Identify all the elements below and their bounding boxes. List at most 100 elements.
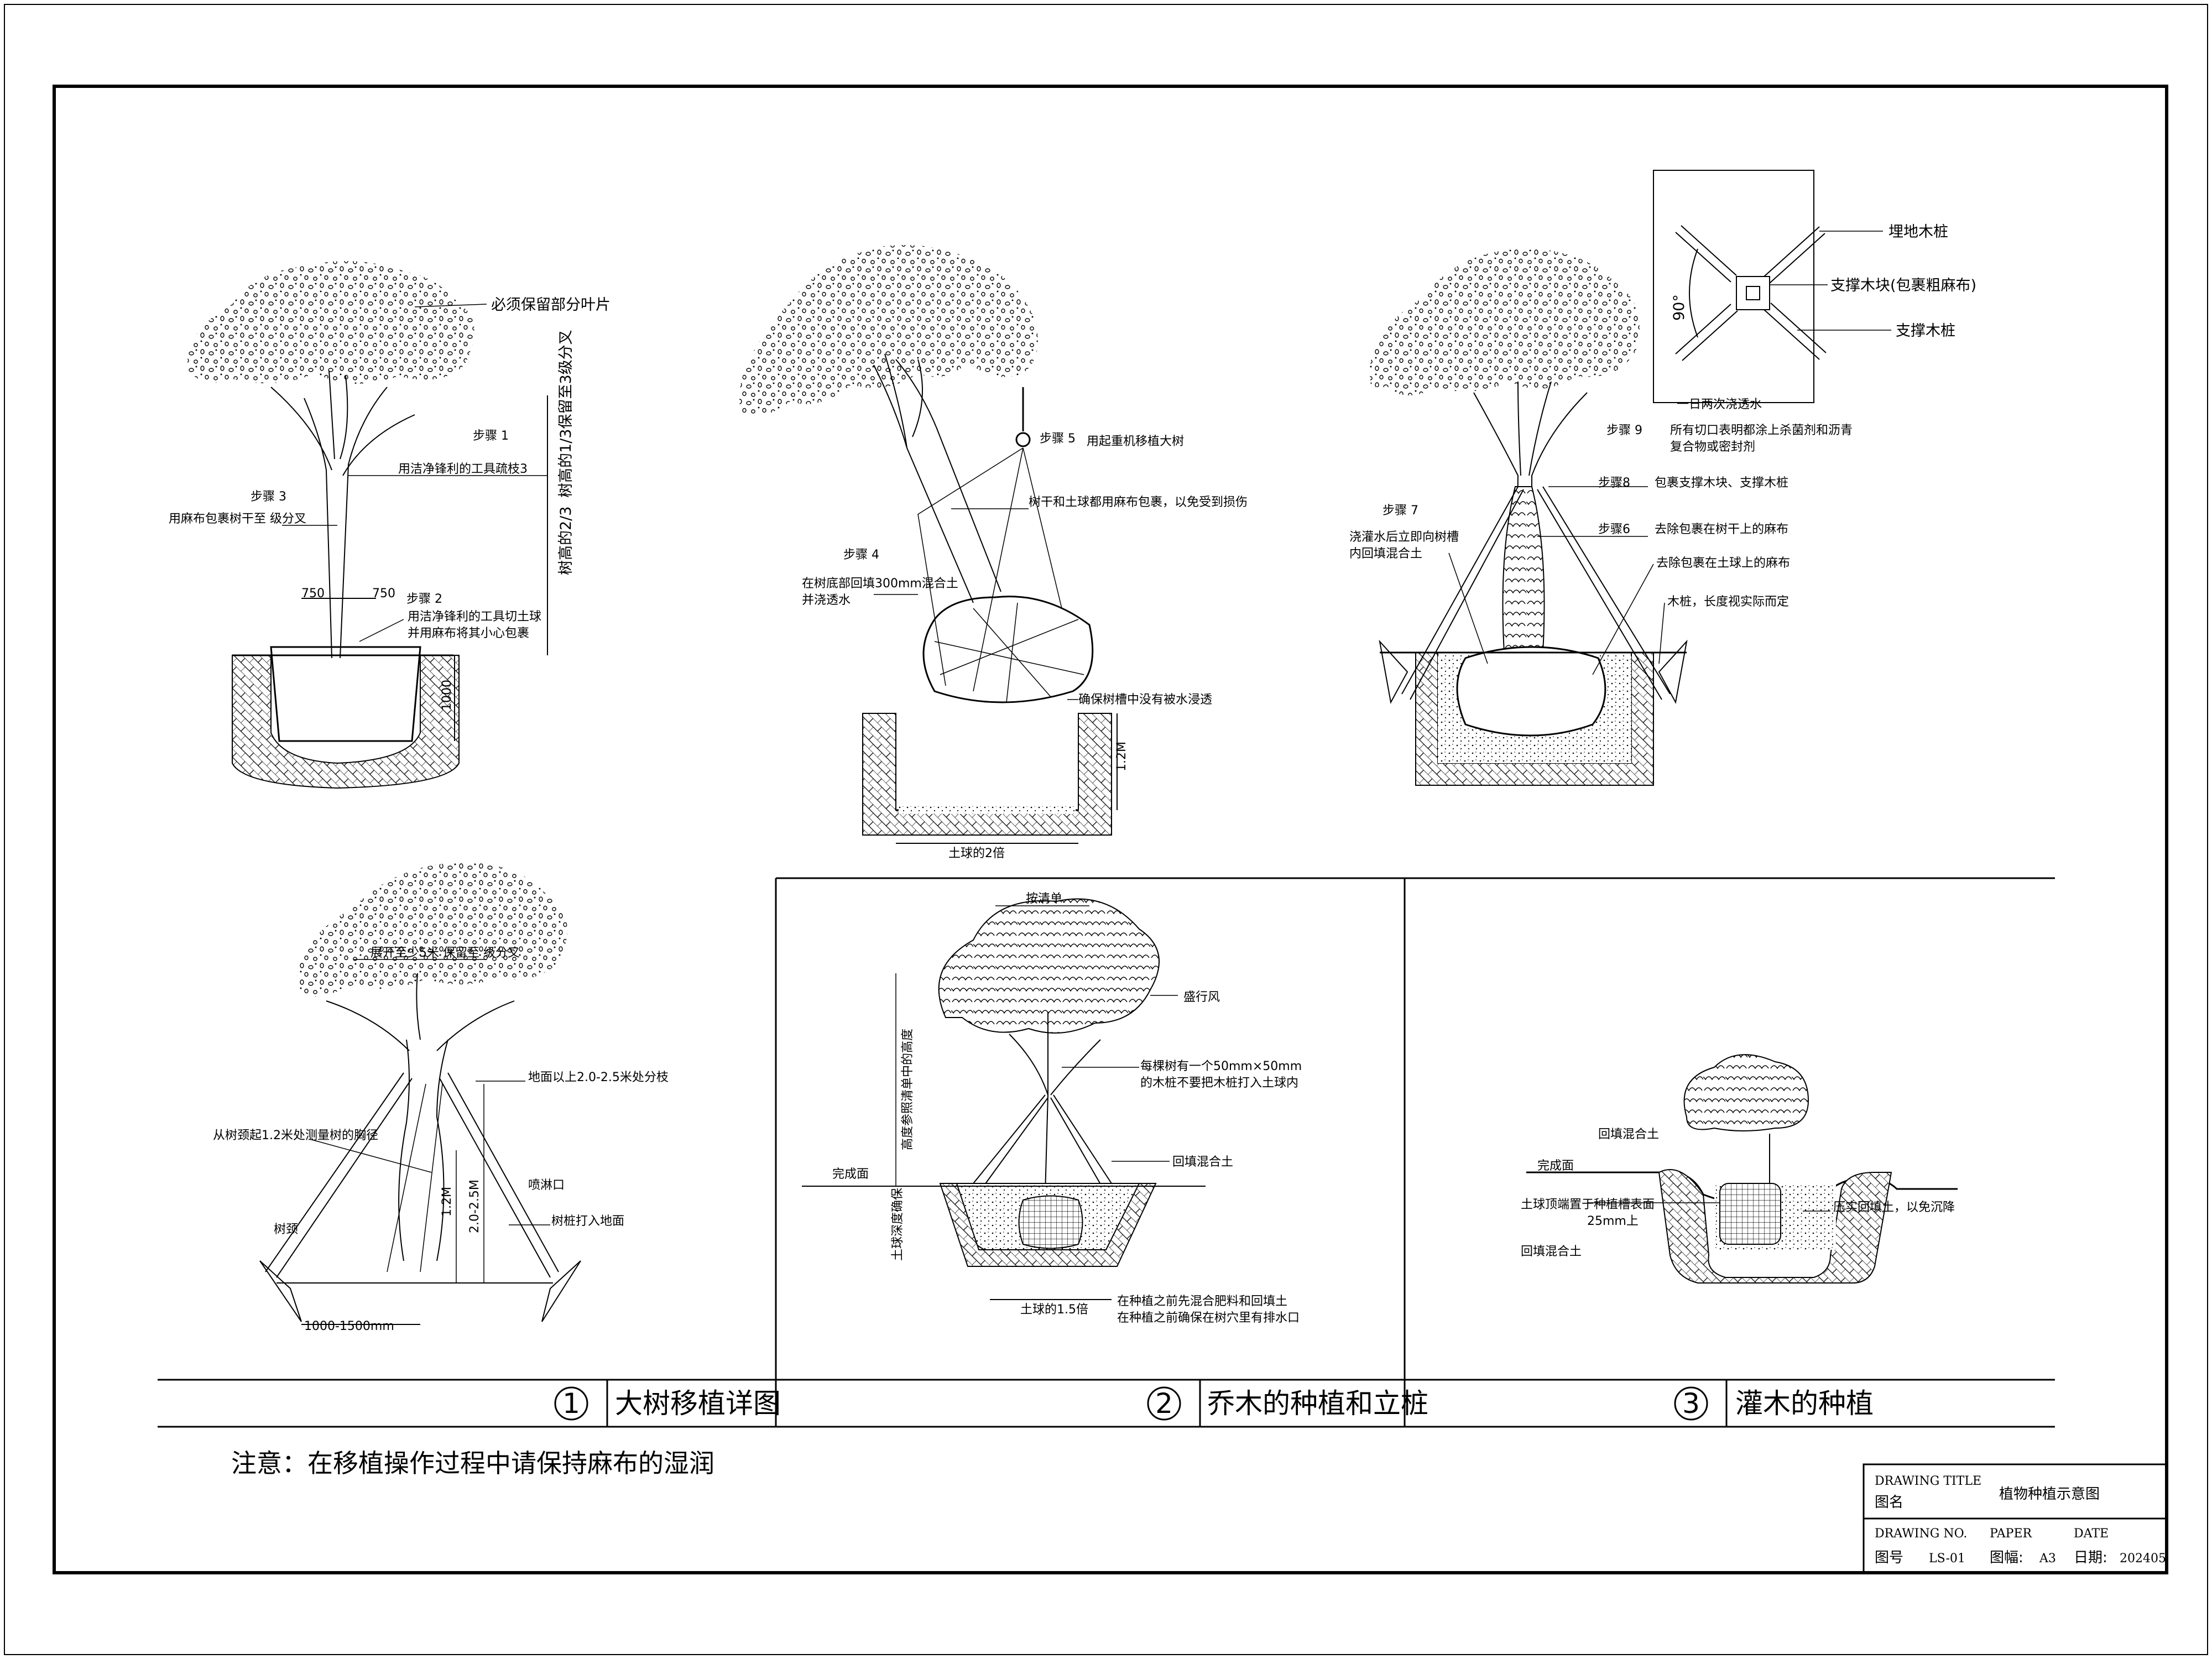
panel-title-2: 2 乔木的种植和立桩 (1147, 1386, 1428, 1421)
step9-text-b: 复合物或密封剂 (1670, 440, 1755, 454)
moisture-note: 注意：在移植操作过程中请保持麻布的湿润 (231, 1448, 714, 1478)
support-stake-label: 支撑木桩 (1896, 322, 1955, 340)
dimension-750-right: 750 (372, 587, 395, 601)
height-note: 高度参照清单中的高度 (901, 1029, 915, 1150)
tree-trunk (326, 973, 515, 1261)
dimension-spread: 1000-1500mm (304, 1319, 394, 1333)
keep-leaves-label: 必须保留部分叶片 (491, 296, 611, 314)
fig3-staking: 一日两次浇透水 步骤 9 所有切口表明都涂上杀菌剂和沥青 复合物或密封剂 步骤8… (1349, 249, 1853, 786)
backfill-label: 回填混合土 (1172, 1155, 1233, 1169)
step8-label: 步骤8 (1598, 476, 1630, 490)
inner-border (53, 85, 2168, 1574)
ball-width-label: 土球的1.5倍 (1020, 1303, 1088, 1317)
stake-note-a: 每棵树有一个50mm×50mm (1140, 1060, 1302, 1073)
fertilizer-note-a: 在种植之前先混合肥料和回填土 (1117, 1295, 1287, 1308)
step4-text-a: 在树底部回填300mm混合土 (802, 577, 958, 591)
panel-frames (158, 877, 2055, 1428)
burlap-wrap-text: 树干和土球都用麻布包裹，以免受到损伤 (1029, 495, 1248, 509)
planting-pit-soil (232, 655, 460, 789)
lifting-slings (917, 447, 1062, 692)
plan-support-block (1736, 276, 1770, 310)
angle-arc (1689, 248, 1698, 338)
support-stakes (265, 1072, 559, 1278)
measure-label: 从树颈起1.2米处测量树的胸径 (213, 1129, 378, 1142)
dimension-1-2m: 1.2M (1115, 742, 1129, 771)
25mm-label: 25mm上 (1587, 1214, 1639, 1228)
paper-cn: 图幅: (1990, 1550, 2023, 1566)
step3-text: 用麻布包裹树干至 级分叉 (169, 512, 306, 526)
step9-text-a: 所有切口表明都涂上杀菌剂和沥青 (1670, 424, 1853, 437)
title-block: DRAWING TITLE 图名 植物种植示意图 DRAWING NO. 图号 … (1863, 1463, 2168, 1574)
branch-height-label: 地面以上2.0-2.5米处分枝 (528, 1071, 669, 1084)
planting-pit-soil (862, 713, 1112, 836)
collar-label: 树颈 (274, 1223, 298, 1237)
finish-level-label: 完成面 (832, 1167, 869, 1181)
depth-note: 土球深度确保 (891, 1188, 905, 1261)
angle-label: 90° (1671, 294, 1688, 321)
wind-label: 盛行风 (1183, 990, 1220, 1004)
stake-length-text: 木桩，长度视实际而定 (1667, 595, 1789, 609)
step7-label: 步骤 7 (1383, 504, 1418, 518)
fig6-shrub-planting: 回填混合土 完成面 土球顶端置于种植槽表面 25mm上 压实回填土，以免沉降 回… (1521, 1054, 1958, 1284)
leader-line (1658, 602, 1665, 664)
paper-value: A3 (2039, 1552, 2056, 1566)
panel-number-circle (1147, 1386, 1181, 1421)
remove-burlap-ball-text: 去除包裹在土球上的麻布 (1656, 556, 1790, 570)
water-text: 一日两次浇透水 (1677, 398, 1762, 411)
fig4-large-tree: 1000-1500mm 1.2M 2.0-2.5M 展开至少5米 保留至 级分叉… (213, 863, 669, 1333)
stake-ground-label: 树桩打入地面 (551, 1214, 624, 1228)
stake-note-b: 的木桩不要把木桩打入土球内 (1140, 1076, 1298, 1090)
panel-number-circle (554, 1386, 588, 1421)
ball-top-label: 土球顶端置于种植槽表面 (1521, 1198, 1655, 1212)
dimension-2-2-5m: 2.0-2.5M (468, 1180, 482, 1233)
drawing-title-value: 植物种植示意图 (1999, 1486, 2100, 1503)
fig2-crane-lift: 土球的2倍 1.2M 步骤 5 用起重机移植大树 树干和土球都用麻布包裹，以免受… (739, 245, 1248, 860)
panel-title-3: 3 灌木的种植 (1674, 1386, 1874, 1421)
step7-text-a: 浇灌水后立即向树槽 (1349, 530, 1459, 544)
step8-text: 包裹支撑木块、支撑木桩 (1655, 476, 1788, 490)
plan-trunk (1746, 286, 1760, 300)
panel-title-1: 1 大树移植详图 (554, 1386, 781, 1421)
stake-anchors (259, 1260, 581, 1322)
trunk-wrap (1502, 486, 1545, 653)
drainage-text: 确保树槽中没有被水浸透 (1078, 693, 1212, 707)
step2-text-a: 用洁净锋利的工具切土球 (408, 610, 541, 624)
backfill-bottom-label: 回填混合土 (1521, 1245, 1582, 1259)
step6-text: 去除包裹在树干上的麻布 (1655, 523, 1788, 536)
panel-number: 3 (1682, 1387, 1700, 1420)
tree-trunk-branches (873, 353, 1001, 603)
step5-text: 用起重机移植大树 (1087, 435, 1184, 448)
root-ball (270, 646, 421, 742)
root-ball-outline (1456, 646, 1606, 737)
outer-border (4, 4, 2208, 1655)
drawing-no-value: LS-01 (1929, 1552, 1965, 1566)
support-block-label: 支撑木块(包裹粗麻布) (1830, 277, 1976, 294)
buried-stake-label: 埋地木桩 (1888, 223, 1948, 241)
buried-stakes (1379, 639, 1688, 704)
step5-label: 步骤 5 (1040, 432, 1076, 446)
crane-hook-icon (1015, 432, 1031, 447)
step7-text-b: 内回填混合土 (1349, 547, 1422, 561)
dimension-ball-x2: 土球的2倍 (948, 847, 1005, 860)
backfill-top-label: 回填混合土 (1598, 1128, 1659, 1141)
step1-text: 用洁净锋利的工具疏枝3 (398, 462, 528, 476)
shrub-canopy (1683, 1054, 1809, 1131)
root-ball (1719, 1183, 1781, 1245)
branch-spread-label: 展开至少5米 保留至 级分叉 (371, 946, 520, 960)
drawing-no-cn: 图号 (1875, 1550, 1903, 1566)
burlap-wrap-lines (934, 602, 1084, 703)
step2-label: 步骤 2 (406, 592, 442, 606)
panel-title: 灌木的种植 (1735, 1387, 1874, 1420)
panel-number: 1 (562, 1387, 580, 1420)
tree-trunk (1009, 1012, 1101, 1195)
panel-title: 大树移植详图 (615, 1387, 781, 1420)
step6-label: 步骤6 (1598, 523, 1630, 536)
tree-canopy (1369, 249, 1640, 395)
tree-canopy (938, 898, 1160, 1034)
stake-plan-view: 90° 埋地木桩 支撑木块(包裹粗麻布) 支撑木桩 (1653, 170, 1976, 403)
dimension-1-2m: 1.2M (440, 1187, 454, 1217)
leader-line (1592, 564, 1654, 675)
leader-line (414, 304, 487, 307)
step1-label: 步骤 1 (473, 429, 509, 443)
plan-stakes (1675, 225, 1827, 361)
